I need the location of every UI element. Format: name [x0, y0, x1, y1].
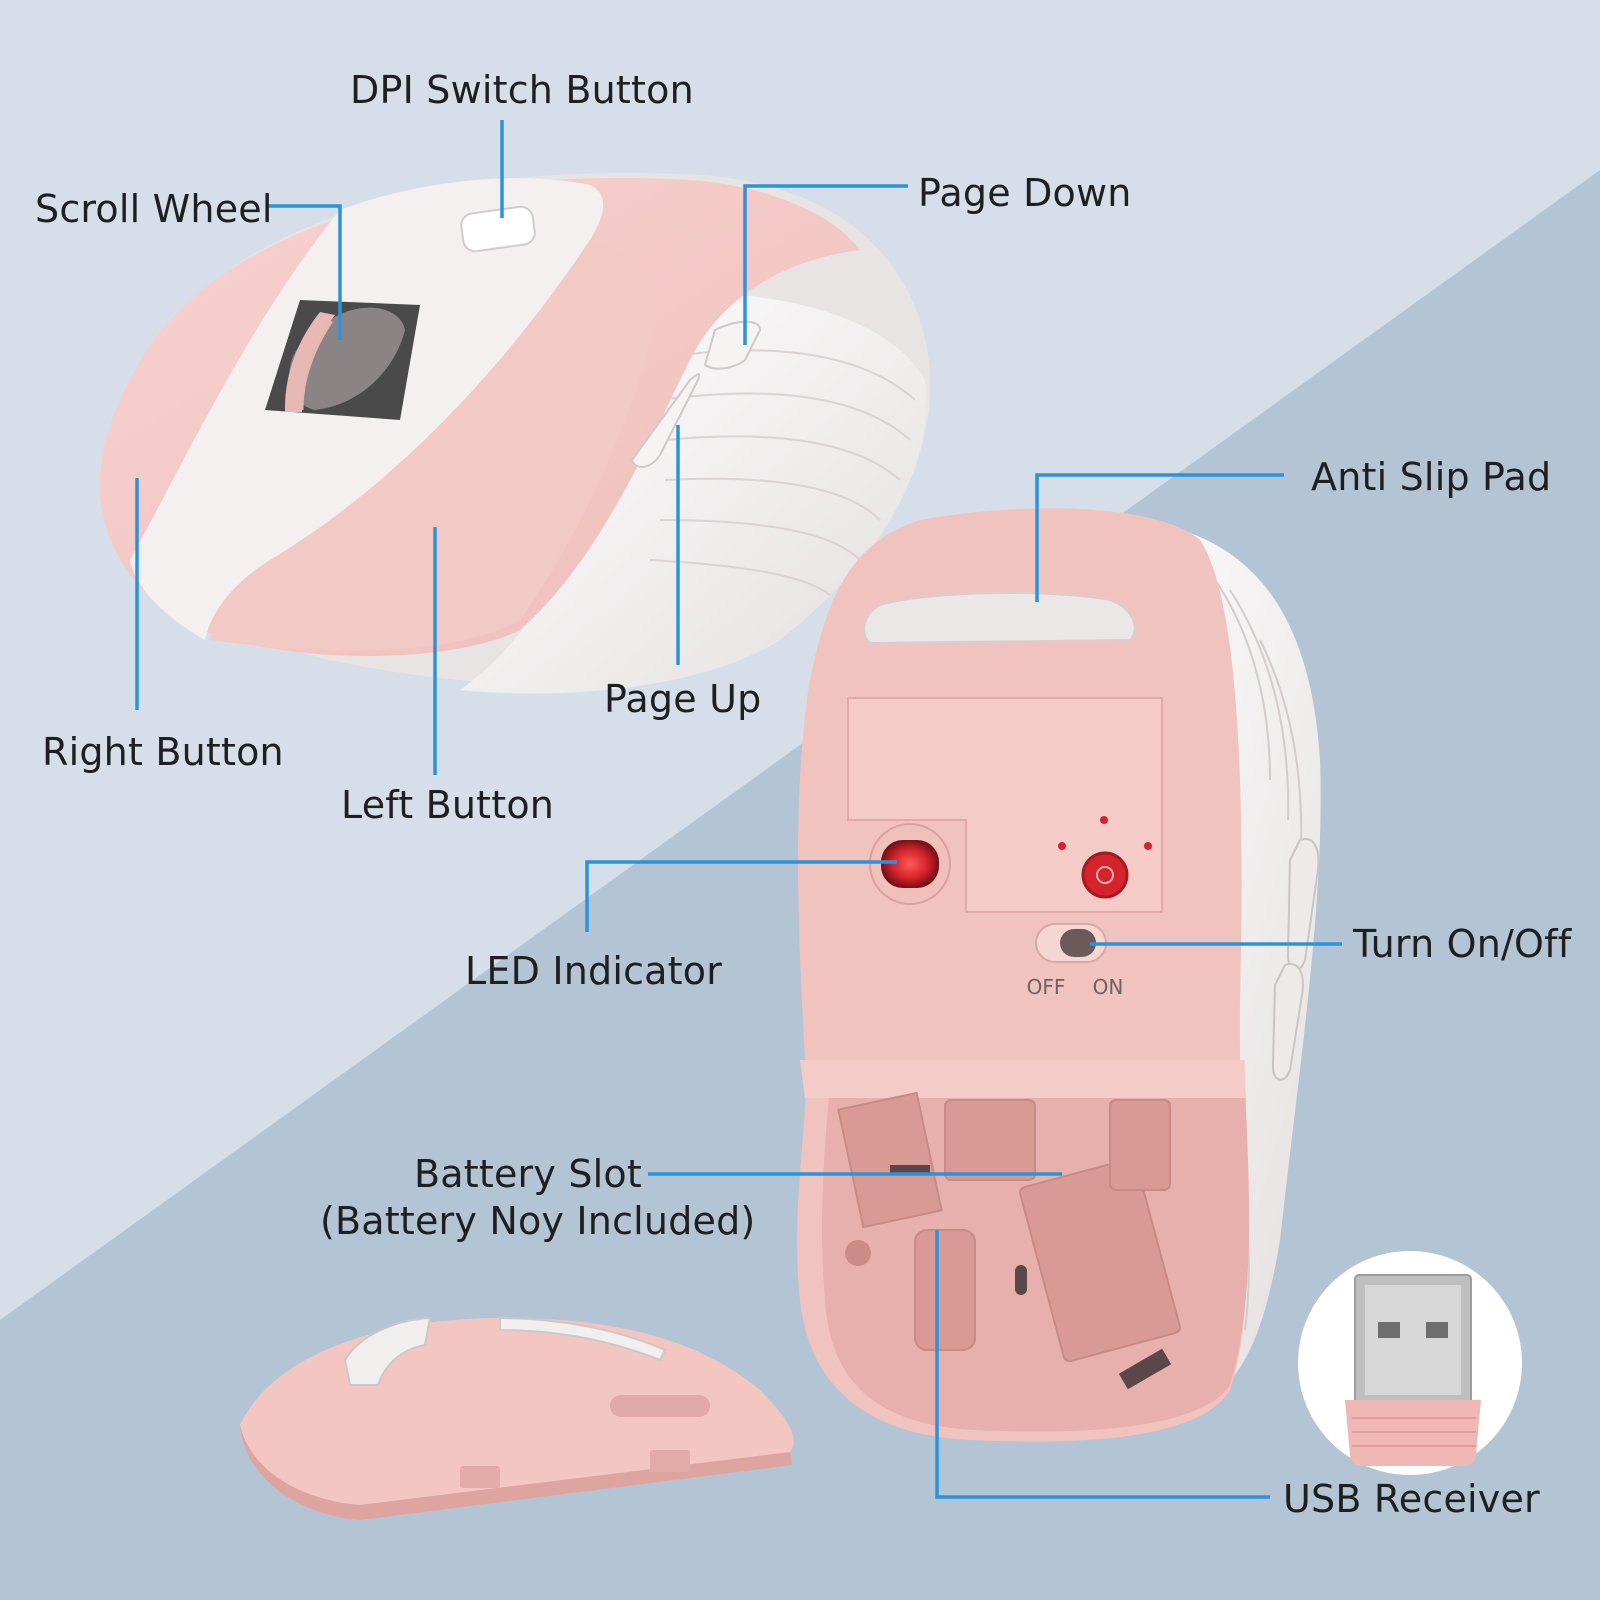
turn-on-off-label: Turn On/Off — [1353, 922, 1572, 966]
led-indicator-label: LED Indicator — [465, 949, 723, 993]
switch-off-label: OFF — [1027, 975, 1066, 999]
battery-cover-icon — [240, 1316, 794, 1520]
page-down-label: Page Down — [918, 171, 1132, 215]
scroll-wheel-label: Scroll Wheel — [35, 187, 273, 231]
battery-slot-label: Battery Slot — [414, 1152, 642, 1196]
anti-slip-pad-leader — [1035, 473, 1284, 602]
usb-receiver-leader — [935, 1230, 1270, 1499]
switch-on-label: ON — [1093, 975, 1124, 999]
usb-receiver-icon — [1298, 1251, 1522, 1475]
dpi-switch-button-label: DPI Switch Button — [350, 68, 694, 112]
left-button-label: Left Button — [341, 783, 555, 827]
page-down-leader — [743, 184, 908, 345]
anti-slip-pad-label: Anti Slip Pad — [1311, 455, 1552, 499]
battery-not-included-label: (Battery Noy Included) — [320, 1199, 756, 1243]
page-up-label: Page Up — [604, 677, 762, 721]
mouse-bottom-view-icon: OFF ON — [797, 508, 1321, 1442]
mouse-top-view-icon — [99, 173, 931, 694]
callout-lines — [135, 120, 1342, 1499]
usb-receiver-label: USB Receiver — [1283, 1477, 1540, 1521]
led-indicator-leader — [585, 860, 897, 932]
scroll-wheel-leader — [268, 204, 342, 340]
right-button-label: Right Button — [42, 730, 284, 774]
